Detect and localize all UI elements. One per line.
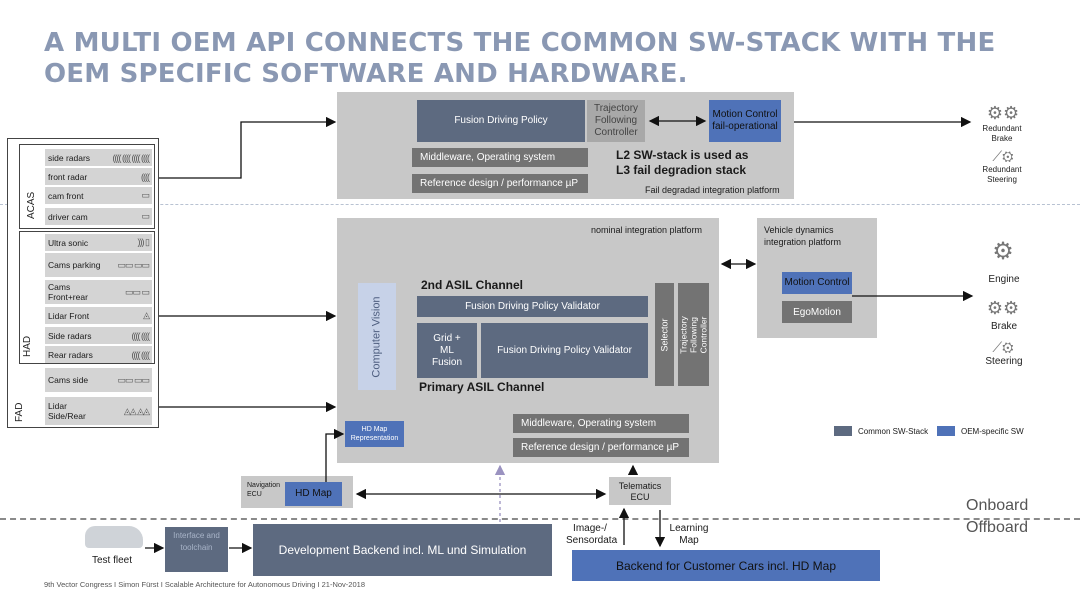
platform-separator: [0, 204, 1080, 205]
lidar-icon: ◬: [143, 310, 150, 320]
sensor-cam-front: cam front▭: [45, 187, 152, 204]
redundant-steering-icon: ⟋⚙: [992, 148, 1014, 164]
legend-common-label: Common SW-Stack: [858, 427, 929, 436]
redundant-brake-label: Redundant Brake: [982, 124, 1022, 143]
interface-toolchain-label: Interface and toolchain: [173, 531, 220, 552]
acas-group-frame: [19, 144, 155, 229]
interface-toolchain-box: [165, 527, 228, 572]
vehicle-dynamics-label: Vehicle dynamics integration platform: [764, 225, 842, 247]
camera-icon: ▭▭ ▭▭: [117, 260, 150, 270]
engine-icon: ⚙: [992, 238, 1014, 265]
nominal-trajectory-box: Trajectory Following Controller: [678, 283, 709, 386]
fail-note-line1: L2 SW-stack is used as: [616, 148, 749, 162]
telematics-ecu-box: [609, 477, 671, 505]
second-channel-row: Fusion Driving Policy Validator: [417, 296, 648, 317]
primary-channel-label: Primary ASIL Channel: [419, 380, 545, 394]
sensor-cams-side: Cams side▭▭ ▭▭: [45, 368, 152, 392]
navigation-ecu-label: Navigation ECU: [247, 482, 281, 498]
brake-label: Brake: [990, 321, 1018, 332]
nominal-platform-label: nominal integration platform: [591, 225, 703, 235]
legend-common-swatch: [834, 426, 852, 436]
radar-icon: (((( (((( (((( ((((: [112, 152, 150, 163]
sensor-cams-parking: Cams parking▭▭ ▭▭: [45, 253, 152, 277]
primary-channel-row: Fusion Driving Policy Validator: [481, 323, 648, 378]
engine-label: Engine: [988, 274, 1020, 285]
sensor-ultra-sonic: Ultra sonic))) ▯: [45, 234, 152, 251]
telematics-ecu-label: Telematics ECU: [618, 481, 662, 502]
radar-icon: ((((: [141, 171, 150, 182]
fail-fusion-box: Fusion Driving Policy: [417, 100, 585, 142]
legend-oem-label: OEM-specific SW: [961, 427, 1024, 436]
acas-to-fail-arrow: [159, 116, 337, 179]
fail-trajectory-box: Trajectory Following Controller: [587, 100, 645, 142]
fail-platform-label: Fail degradad integration platform: [645, 185, 780, 195]
computer-vision-box: Computer Vision: [358, 283, 396, 390]
sensor-rear-radars: Rear radars(((( ((((: [45, 346, 152, 363]
camera-icon: ▭▭ ▭▭: [117, 375, 150, 385]
offboard-label: Offboard: [966, 519, 1028, 536]
grid-ml-fusion-box: Grid + ML Fusion: [417, 323, 477, 378]
sensor-front-radar: front radar((((: [45, 168, 152, 185]
egomotion-box: EgoMotion: [782, 301, 852, 323]
sensor-driver-cam: driver cam▭: [45, 208, 152, 225]
fail-motion-control-box: Motion Control fail-operational: [709, 100, 781, 142]
sensor-side-radars-had: Side radars(((( ((((: [45, 327, 152, 344]
redundant-steering-label: Redundant Steering: [982, 165, 1022, 184]
second-channel-label: 2nd ASIL Channel: [421, 278, 524, 292]
footer: 9th Vector Congress I Simon Fürst I Scal…: [44, 580, 365, 589]
fail-middleware-box: Middleware, Operating system: [412, 148, 588, 167]
camera-icon: ▭: [141, 190, 149, 200]
radar-icon: (((( ((((: [131, 349, 151, 360]
car-icon: [85, 526, 143, 548]
sensor-lidar-side-rear: Lidar Side/Rear◬◬ ◬◬: [45, 397, 152, 425]
had-group-frame: [19, 231, 155, 364]
sensor-cams-front-rear: Cams Front+rear▭▭ ▭: [45, 280, 152, 304]
hd-map-box: HD Map: [285, 482, 342, 506]
sensor-side-radars: side radars(((( (((( (((( ((((: [45, 149, 152, 166]
brake-icon: ⚙⚙: [986, 298, 1020, 318]
lidar-icon: ◬◬ ◬◬: [123, 406, 150, 416]
selector-box: Selector: [655, 283, 674, 386]
image-sensordata-label: Image-/ Sensordata: [566, 523, 618, 546]
nominal-reference-box: Reference design / performance µP: [513, 438, 689, 457]
sensor-panel: ACAS HAD FAD side radars(((( (((( (((( (…: [7, 138, 159, 428]
nominal-middleware-box: Middleware, Operating system: [513, 414, 689, 433]
onboard-offboard-separator: [0, 518, 1080, 520]
development-backend-box: Development Backend incl. ML und Simulat…: [253, 524, 552, 576]
customer-backend-box: Backend for Customer Cars incl. HD Map: [572, 550, 880, 581]
hdmap-to-rep-arrow: [325, 428, 345, 482]
ultrasonic-icon: ))) ▯: [137, 237, 150, 247]
fail-note-line2: L3 fail degradion stack: [616, 163, 747, 177]
slide-title: A MULTI OEM API CONNECTS THE COMMON SW-S…: [44, 28, 996, 89]
steering-icon: ⟋⚙: [992, 339, 1014, 355]
legend-oem-swatch: [937, 426, 955, 436]
hd-map-representation-box: HD Map Representation: [345, 421, 404, 447]
vd-motion-control-box: Motion Control: [782, 272, 852, 294]
sensor-lidar-front: Lidar Front◬: [45, 307, 152, 324]
onboard-label: Onboard: [966, 497, 1029, 514]
steering-label: Steering: [985, 356, 1023, 367]
test-fleet-label: Test fleet: [92, 555, 133, 566]
radar-icon: (((( ((((: [131, 330, 151, 341]
camera-icon: ▭: [141, 211, 149, 221]
learning-map-label: Learning Map: [669, 523, 709, 546]
redundant-brake-icon: ⚙⚙: [986, 103, 1020, 123]
fail-reference-box: Reference design / performance µP: [412, 174, 588, 193]
camera-icon: ▭▭ ▭: [124, 287, 150, 297]
